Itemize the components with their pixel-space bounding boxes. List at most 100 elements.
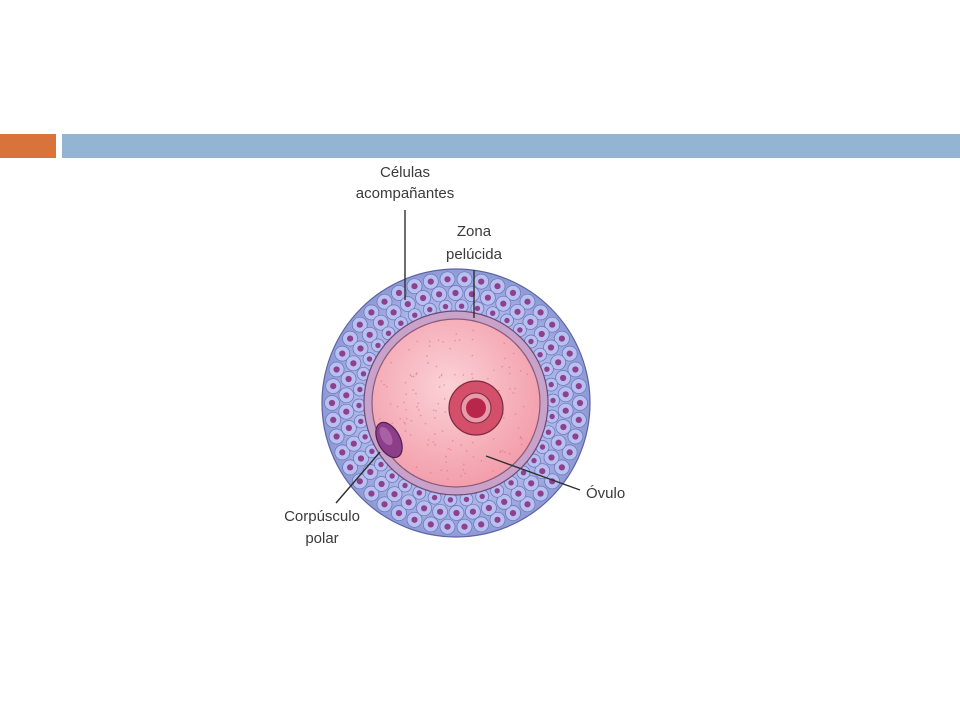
corona-cell-nucleus — [437, 508, 444, 515]
corona-cell-nucleus — [333, 433, 340, 440]
corona-cell-nucleus — [330, 383, 337, 390]
corona-cell-nucleus — [411, 283, 418, 290]
ovum-granule — [462, 468, 465, 471]
corona-cell-nucleus — [463, 496, 470, 503]
ovum-granule — [472, 456, 475, 458]
corona-cell-nucleus — [356, 321, 363, 328]
corona-cell-nucleus — [509, 289, 517, 296]
ovum-granule — [509, 452, 511, 455]
corona-cell-nucleus — [398, 320, 404, 326]
corona-cell-nucleus — [572, 366, 579, 373]
corona-cell-nucleus — [343, 408, 350, 415]
corona-cell-nucleus — [333, 366, 340, 373]
ovum-granule — [442, 341, 444, 343]
corona-cell-nucleus — [431, 494, 438, 501]
corona-cell-nucleus — [381, 298, 388, 305]
corona-cell-nucleus — [416, 490, 422, 496]
ovum-granule — [463, 463, 465, 466]
ovum-granule — [443, 384, 445, 386]
corona-cell-nucleus — [550, 397, 556, 404]
corona-cell-nucleus — [544, 366, 550, 372]
corona-cells — [324, 271, 588, 535]
corona-cell-nucleus — [562, 407, 569, 414]
corona-cell-nucleus — [494, 516, 501, 523]
ovum-granule — [465, 450, 468, 452]
corona-cell-nucleus — [427, 521, 434, 528]
corona-cell-nucleus — [350, 440, 357, 447]
corona-cell-nucleus — [444, 276, 451, 283]
ovum-granule — [512, 352, 515, 355]
ovum-granule — [455, 333, 458, 335]
corona-cell-nucleus — [539, 444, 546, 450]
ovum-granule — [409, 434, 412, 437]
corona-cell-nucleus — [427, 306, 433, 313]
corona-cell-nucleus — [402, 482, 408, 489]
corona-cell-nucleus — [508, 480, 514, 486]
ovum-granule — [441, 373, 443, 376]
corona-cell-nucleus — [378, 461, 384, 468]
corona-cell-nucleus — [447, 497, 454, 503]
corona-cell-nucleus — [395, 509, 403, 517]
title-accent-orange — [0, 134, 56, 158]
ovum-granule — [383, 383, 385, 386]
label-zona-line2: pelúcida — [446, 246, 503, 263]
polar-body-highlight — [379, 426, 393, 446]
ovum-granule — [403, 401, 405, 404]
corona-cell-nucleus — [391, 491, 398, 498]
corona-cell-nucleus — [347, 335, 354, 342]
ovum-granule — [508, 366, 511, 369]
corona-cell-nucleus — [514, 308, 521, 315]
corona-cell-nucleus — [558, 464, 566, 471]
ovum-granule — [447, 478, 449, 480]
ovum-granule — [403, 421, 405, 424]
corona-cell-nucleus — [347, 464, 354, 471]
ovum-granule — [405, 409, 408, 411]
leader-ovulo — [485, 455, 581, 491]
label-ovulo: Óvulo — [586, 485, 625, 502]
ovum-granule — [427, 362, 429, 364]
corona-cell-nucleus — [412, 312, 418, 318]
ovum-granule — [471, 373, 473, 376]
ovum-granule — [440, 469, 443, 472]
corona-cell-nucleus — [537, 309, 544, 316]
ovum-granule — [415, 466, 418, 468]
ovum-granule — [406, 418, 408, 420]
corona-cell-nucleus — [566, 449, 573, 456]
ovum-granule — [520, 443, 523, 446]
corona-cell-nucleus — [339, 350, 346, 357]
corona-cell-nucleus — [549, 413, 555, 420]
ovum-granule — [445, 455, 447, 458]
corona-cell-nucleus — [405, 499, 412, 506]
corona-cell-nucleus — [485, 504, 492, 512]
ovum-granule — [404, 382, 407, 384]
corona-cell-nucleus — [515, 490, 522, 497]
corona-cell-nucleus — [330, 416, 337, 423]
corona-cell-nucleus — [528, 480, 535, 487]
ovum-granule — [454, 339, 456, 342]
ovum-granule — [435, 410, 437, 412]
corona-cell-nucleus — [500, 300, 507, 307]
corona-cell-nucleus — [576, 399, 584, 407]
ovum-granule — [440, 374, 443, 377]
ovum-granule — [449, 448, 452, 451]
corona-cell-nucleus — [555, 359, 562, 366]
corona-cell-nucleus — [360, 371, 367, 377]
corona-cell-nucleus — [427, 278, 434, 285]
ovum-granule — [419, 414, 422, 417]
corona-cell-nucleus — [548, 381, 554, 388]
corona-cell-nucleus — [520, 470, 527, 476]
corona-cell-nucleus — [381, 501, 388, 508]
ovum-granule — [415, 373, 418, 376]
ovum-granule — [503, 417, 505, 419]
ovum-granule — [503, 342, 506, 345]
corona-cell-nucleus — [404, 301, 411, 308]
ovum-granule — [502, 412, 505, 415]
corona-cell-nucleus — [479, 493, 485, 500]
ovum-granule — [380, 380, 383, 383]
ovum-granule — [399, 418, 402, 420]
corona-cell-nucleus — [517, 327, 523, 333]
corona-cell-nucleus — [357, 345, 364, 352]
corona-cell-nucleus — [478, 278, 485, 285]
corona-cell-nucleus — [356, 478, 363, 485]
ovum-granule — [514, 413, 517, 415]
